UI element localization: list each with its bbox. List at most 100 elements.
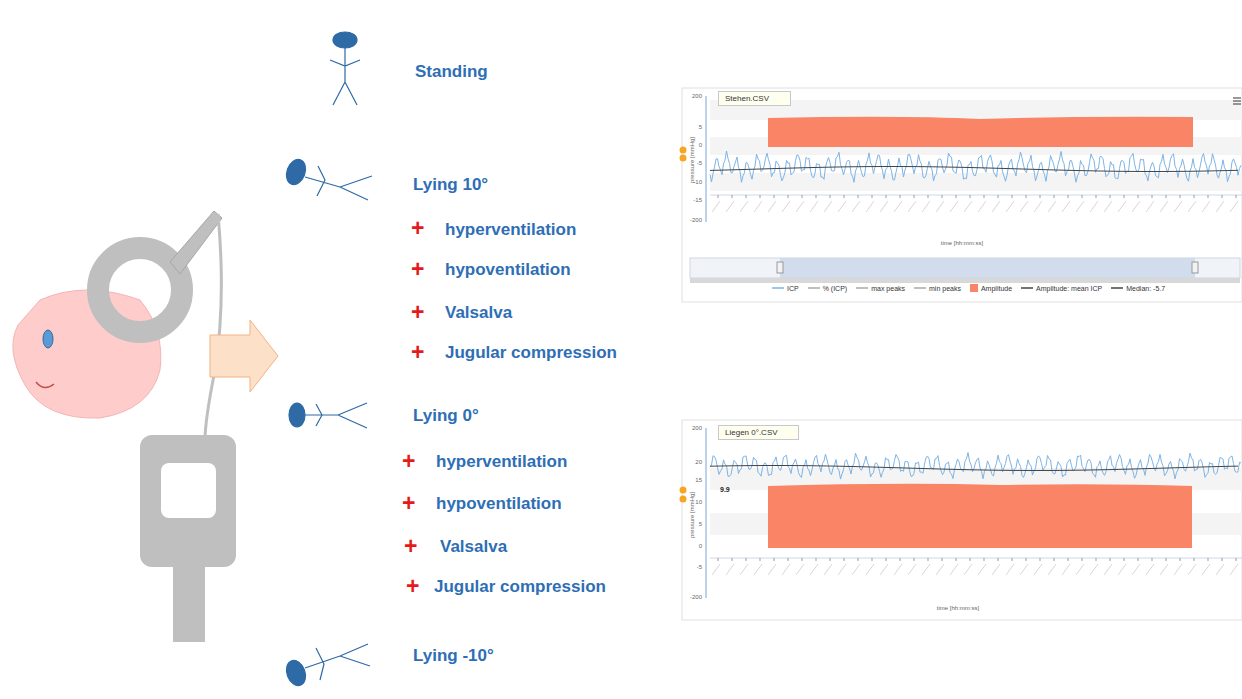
tick-mark — [942, 558, 943, 561]
tick-mark — [760, 195, 761, 198]
axis-label: pressure [mmHg] — [689, 137, 696, 183]
tick-mark — [1124, 195, 1125, 198]
tick-mark — [858, 195, 859, 198]
tick-mark — [1236, 558, 1237, 561]
plus-sign: + — [406, 574, 419, 599]
tick-mark — [886, 558, 887, 561]
tick-mark — [1104, 201, 1112, 212]
reader-ring — [98, 248, 182, 332]
tick-mark — [984, 558, 985, 561]
axis-marker — [680, 147, 687, 154]
navigator-selection — [780, 258, 1195, 278]
tick-mark — [1146, 564, 1154, 575]
tick-mark — [1166, 195, 1167, 198]
mean-line — [710, 167, 1238, 172]
tick-mark — [1222, 558, 1223, 561]
condition-label: Standing — [415, 63, 488, 82]
tick-mark — [1194, 195, 1195, 198]
tick-mark — [1062, 201, 1070, 212]
tick-mark — [1236, 195, 1237, 198]
tick-mark — [782, 201, 790, 212]
tick-mark — [1124, 558, 1125, 561]
axis-label: time [hh:mm:ss] — [941, 240, 983, 247]
tick-mark — [956, 195, 957, 198]
legend-line-sample — [772, 285, 784, 291]
axis-label: time [hh:mm:ss] — [937, 605, 979, 612]
figure-lying-minus-10 — [283, 644, 370, 688]
plus-sign: + — [402, 491, 415, 516]
tick-mark — [1054, 558, 1055, 561]
tick-mark — [998, 558, 999, 561]
tick-mark — [928, 558, 929, 561]
legend-line-sample — [808, 285, 820, 291]
tick-mark — [796, 201, 804, 212]
tick-mark — [978, 201, 986, 212]
axis-label: 200 — [692, 425, 702, 432]
tick-mark — [746, 558, 747, 561]
navigator-handle — [777, 262, 783, 273]
tick-mark — [872, 558, 873, 561]
tick-mark — [726, 201, 734, 212]
axis-marker — [680, 487, 687, 494]
tick-mark — [1132, 564, 1140, 575]
tick-mark — [1118, 564, 1126, 575]
amplitude-bar — [768, 117, 1193, 147]
menu-icon — [1233, 98, 1241, 104]
figure-lying-10 — [283, 157, 372, 200]
tick-mark — [1202, 564, 1210, 575]
legend-line-sample — [1111, 285, 1123, 291]
tick-mark — [1082, 195, 1083, 198]
plus-sign: + — [404, 534, 417, 559]
reader-screen — [161, 463, 216, 518]
tick-mark — [796, 564, 804, 575]
tick-mark — [768, 201, 776, 212]
tick-mark — [768, 564, 776, 575]
tick-mark — [992, 564, 1000, 575]
reader-cable — [205, 214, 221, 440]
tick-mark — [1180, 195, 1181, 198]
tick-mark — [830, 195, 831, 198]
tick-mark — [1160, 564, 1168, 575]
legend-text: % (ICP) — [823, 285, 848, 292]
navigator — [690, 258, 1240, 278]
tick-mark — [774, 195, 775, 198]
tick-mark — [732, 558, 733, 561]
chart-frame — [682, 420, 1242, 620]
tick-mark — [1096, 195, 1097, 198]
time-axis — [710, 195, 1242, 196]
tick-mark — [936, 201, 944, 212]
tick-mark — [1110, 195, 1111, 198]
legend-text: ICP — [787, 285, 799, 292]
tick-mark — [984, 195, 985, 198]
axis-label: 0 — [699, 543, 702, 550]
tick-mark — [1152, 195, 1153, 198]
tick-mark — [1040, 195, 1041, 198]
axis-label: -5 — [697, 160, 702, 167]
tick-mark — [838, 201, 846, 212]
legend-text: Amplitude — [981, 285, 1012, 292]
condition-label: Jugular compression — [445, 344, 617, 363]
tick-mark — [928, 195, 929, 198]
reader-handle — [173, 565, 205, 642]
tick-mark — [922, 201, 930, 212]
legend-line-sample — [1021, 285, 1033, 291]
legend-item: Median: -5.7 — [1111, 285, 1165, 292]
tick-mark — [1040, 558, 1041, 561]
tick-mark — [1146, 201, 1154, 212]
tick-mark — [1076, 564, 1084, 575]
plus-sign: + — [411, 216, 424, 241]
tick-mark — [1222, 195, 1223, 198]
tick-mark — [852, 564, 860, 575]
icp-waveform — [710, 151, 1241, 182]
tick-mark — [740, 201, 748, 212]
tick-mark — [830, 558, 831, 561]
tick-mark — [732, 195, 733, 198]
tick-mark — [1062, 564, 1070, 575]
tick-mark — [1208, 558, 1209, 561]
tick-mark — [1104, 564, 1112, 575]
condition-label: hypoventilation — [445, 261, 571, 280]
axis-label: -5 — [697, 564, 702, 571]
tick-mark — [900, 195, 901, 198]
axis-label: 5 — [699, 124, 702, 131]
